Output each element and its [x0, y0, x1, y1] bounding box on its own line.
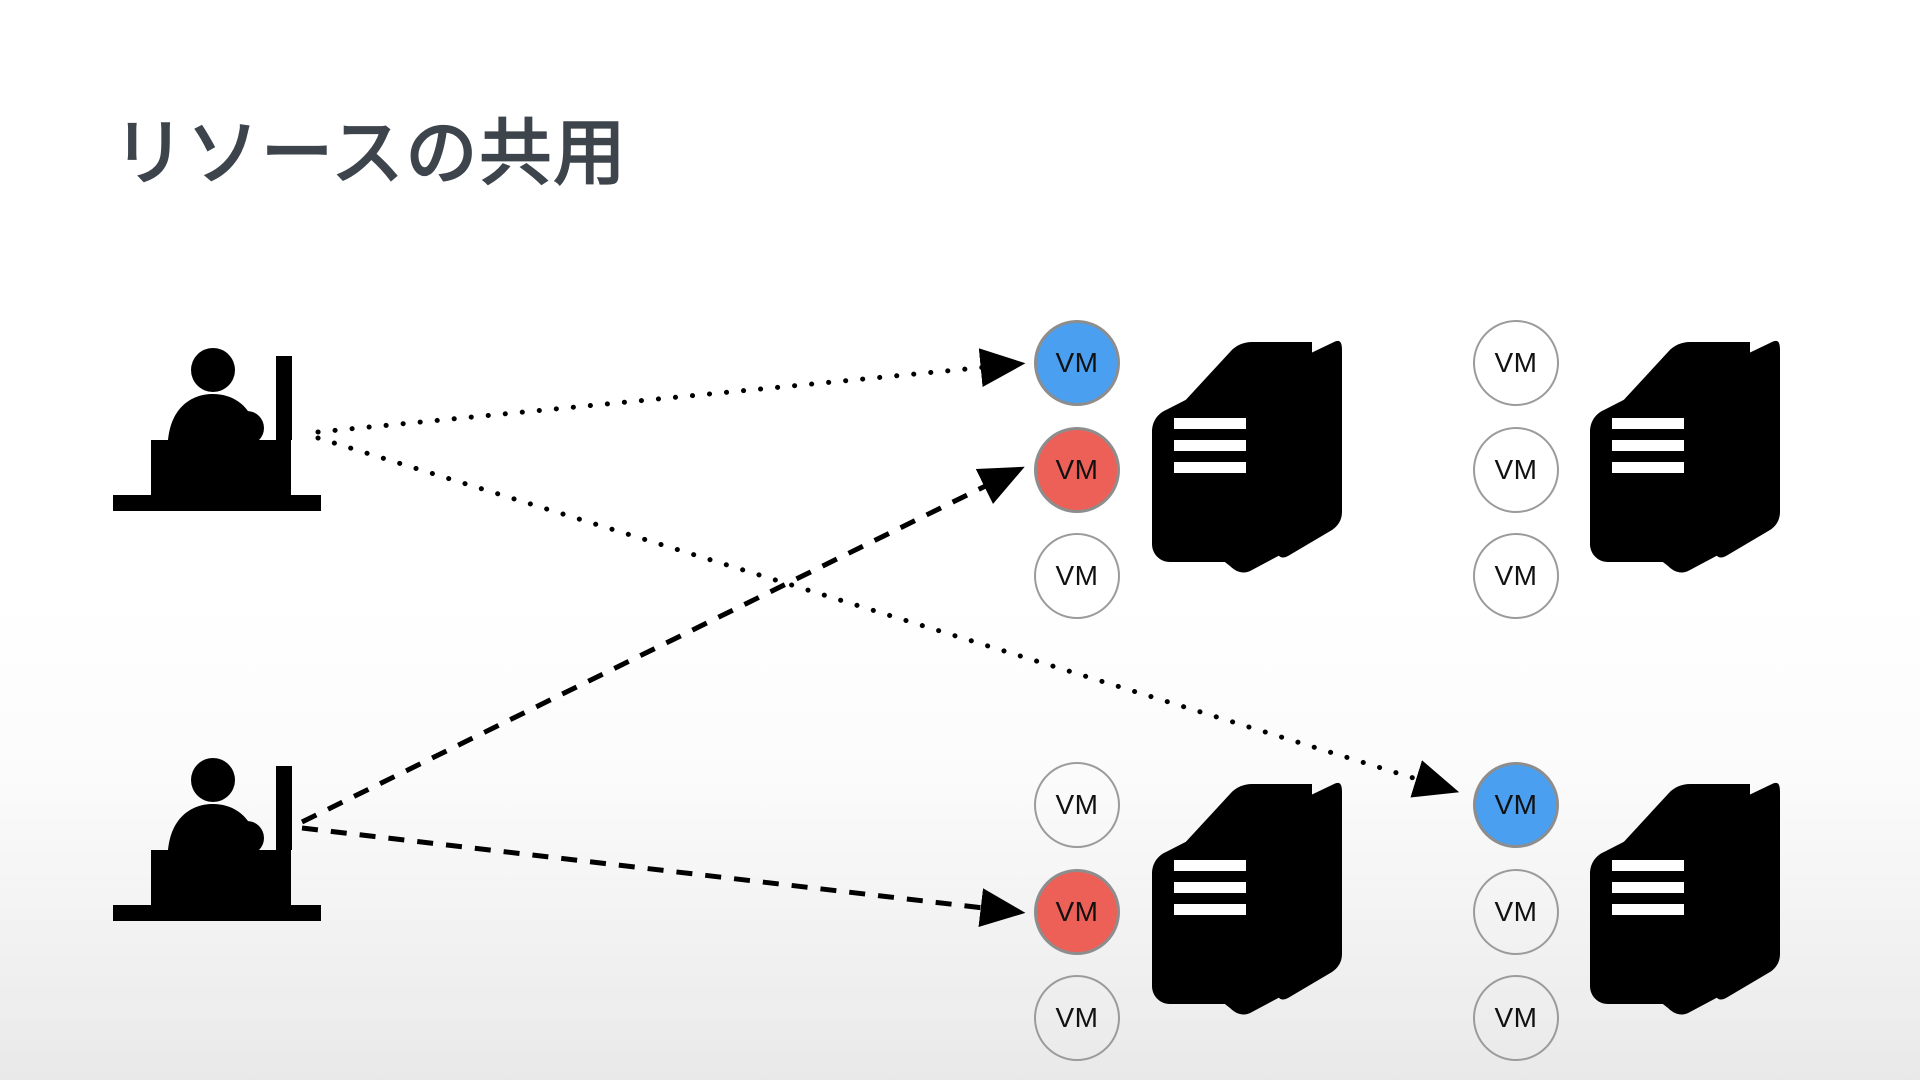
vm-label: VM: [1494, 1002, 1538, 1033]
vm-label: VM: [1055, 1002, 1099, 1033]
vm-label: VM: [1494, 896, 1538, 927]
connection-line-user-bottom-to-red-vm-bottom-left: [301, 825, 1026, 927]
vm-label: VM: [1055, 789, 1099, 820]
vm-circle-blue-top-left[interactable]: VM: [1034, 320, 1120, 406]
vm-circle-red-top-left[interactable]: VM: [1034, 427, 1120, 513]
vm-label: VM: [1494, 347, 1538, 378]
vm-circle-idle-bottom-right-2[interactable]: VM: [1473, 869, 1559, 955]
vm-label: VM: [1494, 560, 1538, 591]
vm-label: VM: [1494, 789, 1538, 820]
server-tower-icon-bottom-right[interactable]: [1590, 782, 1780, 1022]
vm-circle-red-bottom-left[interactable]: VM: [1034, 869, 1120, 955]
vm-circle-idle-bottom-right-3[interactable]: VM: [1473, 975, 1559, 1061]
vm-label: VM: [1055, 560, 1099, 591]
server-tower-icon-top-left[interactable]: [1152, 340, 1342, 580]
vm-circle-idle-top-right-3[interactable]: VM: [1473, 533, 1559, 619]
vm-circle-idle-bottom-left-3[interactable]: VM: [1034, 975, 1120, 1061]
connection-line-user-top-to-blue-vm-bottom-right: [315, 435, 1460, 798]
vm-circle-blue-bottom-right[interactable]: VM: [1473, 762, 1559, 848]
vm-circle-idle-top-right-2[interactable]: VM: [1473, 427, 1559, 513]
server-tower-icon-bottom-left[interactable]: [1152, 782, 1342, 1022]
page-title: リソースの共用: [113, 114, 628, 194]
vm-label: VM: [1055, 347, 1099, 378]
vm-label: VM: [1055, 454, 1099, 485]
vm-circle-idle-top-left[interactable]: VM: [1034, 533, 1120, 619]
vm-label: VM: [1494, 454, 1538, 485]
connection-line-user-top-to-blue-vm-top-left: [315, 348, 1026, 435]
user-workstation-bottom-icon[interactable]: [113, 758, 323, 928]
user-workstation-top-icon[interactable]: [113, 348, 323, 518]
vm-circle-idle-top-right-1[interactable]: VM: [1473, 320, 1559, 406]
server-tower-icon-top-right[interactable]: [1590, 340, 1780, 580]
vm-circle-idle-bottom-left-1[interactable]: VM: [1034, 762, 1120, 848]
vm-label: VM: [1055, 896, 1099, 927]
